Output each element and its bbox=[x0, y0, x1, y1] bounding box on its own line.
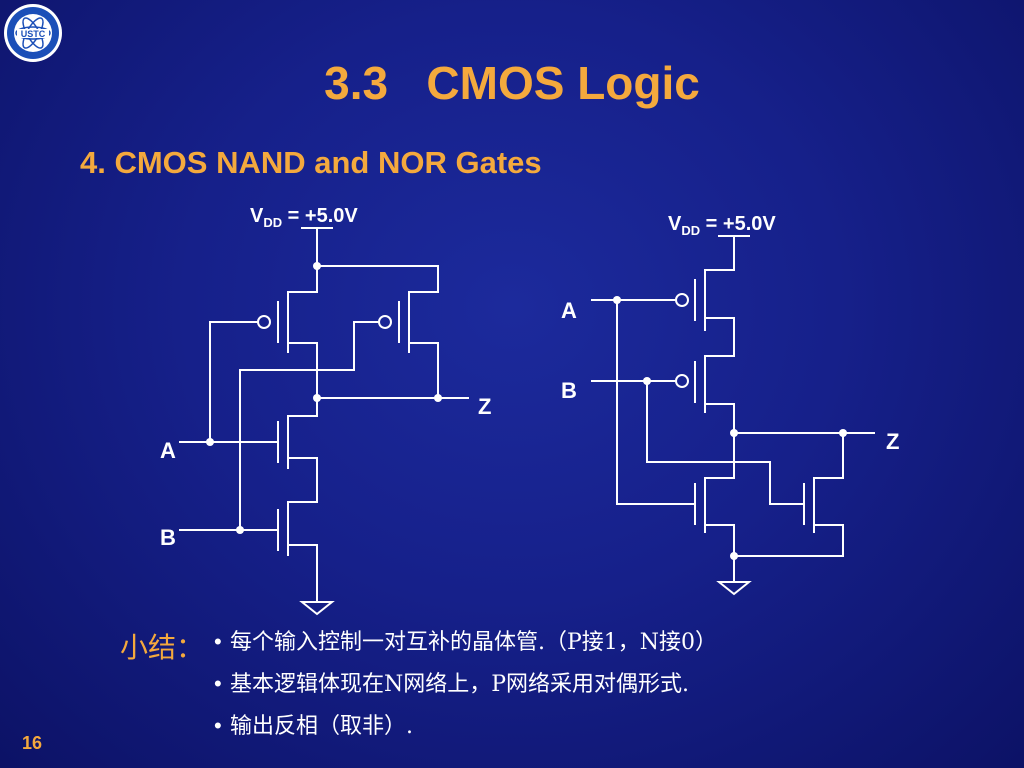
nor-vdd-label: VDD = +5.0V bbox=[668, 213, 776, 238]
summary-item: •每个输入控制一对互补的晶体管.（P接1，N接0） bbox=[214, 624, 717, 666]
nor-input-b-label: B bbox=[561, 378, 577, 403]
nor-output-label: Z bbox=[886, 429, 899, 454]
bullet-icon: • bbox=[214, 713, 222, 738]
university-logo-icon: USTC bbox=[4, 4, 62, 62]
bullet-icon: • bbox=[214, 671, 222, 696]
bullet-icon: • bbox=[214, 629, 222, 654]
nor-input-a-label: A bbox=[561, 298, 577, 323]
summary-item: •基本逻辑体现在N网络上，P网络采用对偶形式. bbox=[214, 666, 717, 708]
summary-item: •输出反相（取非）. bbox=[214, 708, 717, 750]
nand-input-a-label: A bbox=[160, 438, 176, 463]
nand-output-label: Z bbox=[478, 394, 491, 419]
nand-circuit bbox=[179, 227, 469, 601]
summary-list: •每个输入控制一对互补的晶体管.（P接1，N接0） •基本逻辑体现在N网络上，P… bbox=[214, 624, 717, 750]
slide-subtitle: 4. CMOS NAND and NOR Gates bbox=[80, 145, 542, 180]
page-number: 16 bbox=[22, 733, 43, 753]
nor-ground-icon bbox=[716, 581, 752, 596]
nand-input-b-label: B bbox=[160, 525, 176, 550]
slide-title: 3.3 CMOS Logic bbox=[324, 57, 700, 109]
nor-circuit bbox=[591, 235, 875, 581]
nand-vdd-label: VDD = +5.0V bbox=[250, 205, 358, 230]
summary-label: 小结： bbox=[120, 631, 205, 664]
nand-ground-icon bbox=[299, 601, 335, 616]
logo-text: USTC bbox=[21, 29, 46, 39]
